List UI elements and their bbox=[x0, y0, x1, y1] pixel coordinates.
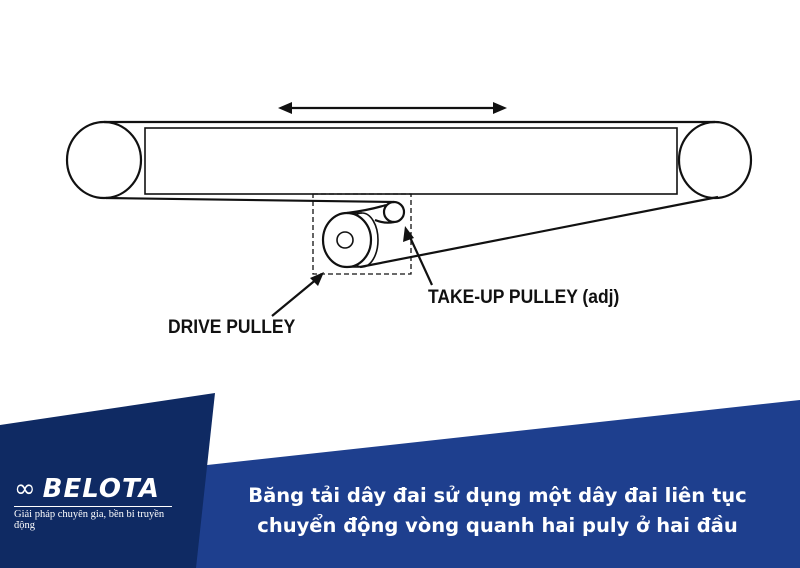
belota-logo: ∞BELOTA Giải pháp chuyên gia, bền bỉ tru… bbox=[14, 474, 172, 531]
drive-pulley-label: DRIVE PULLEY bbox=[168, 317, 296, 338]
left-end-pulley bbox=[65, 120, 143, 200]
belt-return-right bbox=[359, 195, 719, 269]
caption: Băng tải dây đai sử dụng một dây đai liê… bbox=[215, 481, 780, 541]
belt-return-left bbox=[105, 196, 395, 204]
brand-name: BELOTA bbox=[42, 474, 160, 504]
infinity-icon: ∞ bbox=[14, 474, 37, 504]
caption-line-1: Băng tải dây đai sử dụng một dây đai liê… bbox=[248, 484, 747, 507]
right-end-pulley bbox=[677, 120, 753, 200]
caption-line-2: chuyển động vòng quanh hai puly ở hai đầ… bbox=[257, 514, 738, 537]
banner-blue bbox=[165, 400, 800, 568]
drive-pulley bbox=[321, 211, 373, 269]
drive-pulley-hub bbox=[336, 231, 354, 249]
banner-dark bbox=[0, 393, 215, 568]
brand-tagline: Giải pháp chuyên gia, bền bỉ truyền động bbox=[14, 506, 172, 531]
take-up-pulley-label: TAKE-UP PULLEY (adj) bbox=[428, 287, 620, 308]
conveyor-bed bbox=[144, 127, 678, 195]
take-up-pulley bbox=[382, 200, 406, 224]
